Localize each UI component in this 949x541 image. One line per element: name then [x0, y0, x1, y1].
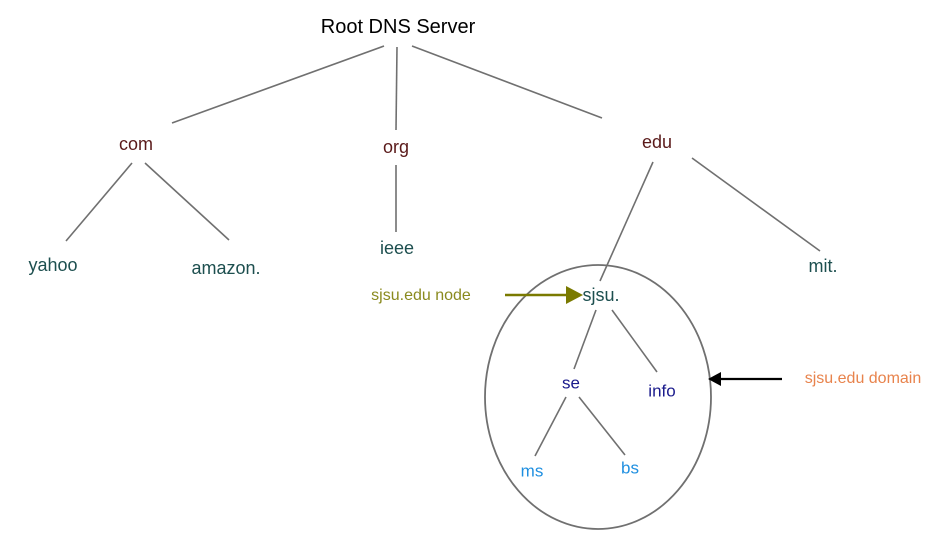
node-ms: ms: [520, 461, 544, 481]
node-org: org: [382, 137, 410, 157]
annotation-sjsu-edu-domain: sjsu.edu domain: [804, 370, 922, 387]
node-com: com: [118, 134, 154, 154]
edge-se-bs: [578, 396, 626, 456]
node-info: info: [648, 381, 676, 401]
sjsu-edu-domain-boundary-ellipse: [484, 264, 712, 530]
node-ieee: ieee: [379, 238, 415, 258]
node-se: se: [562, 373, 580, 393]
node-sjsu: sjsu.: [582, 285, 620, 305]
node-bs: bs: [621, 458, 639, 478]
edge-com-yahoo: [65, 162, 133, 242]
node-yahoo: yahoo: [28, 255, 78, 275]
edge-root-edu: [411, 45, 603, 119]
edge-root-org: [395, 46, 398, 131]
edge-edu-mit: [691, 157, 821, 252]
edge-sjsu-se: [573, 309, 597, 370]
edge-com-amazon: [144, 162, 230, 241]
node-edu: edu: [641, 132, 673, 152]
sjsu-edu-domain-arrow: [708, 372, 782, 386]
edge-root-com: [171, 45, 385, 124]
annotation-sjsu-edu-node: sjsu.edu node: [371, 287, 471, 304]
edge-se-ms: [534, 396, 567, 457]
sjsu-edu-node-arrow: [505, 286, 583, 304]
node-mit: mit.: [808, 256, 838, 276]
edge-sjsu-info: [611, 309, 658, 373]
node-root-dns-server: Root DNS Server: [320, 16, 476, 38]
edge-edu-sjsu: [599, 161, 654, 282]
node-amazon: amazon.: [191, 258, 261, 278]
